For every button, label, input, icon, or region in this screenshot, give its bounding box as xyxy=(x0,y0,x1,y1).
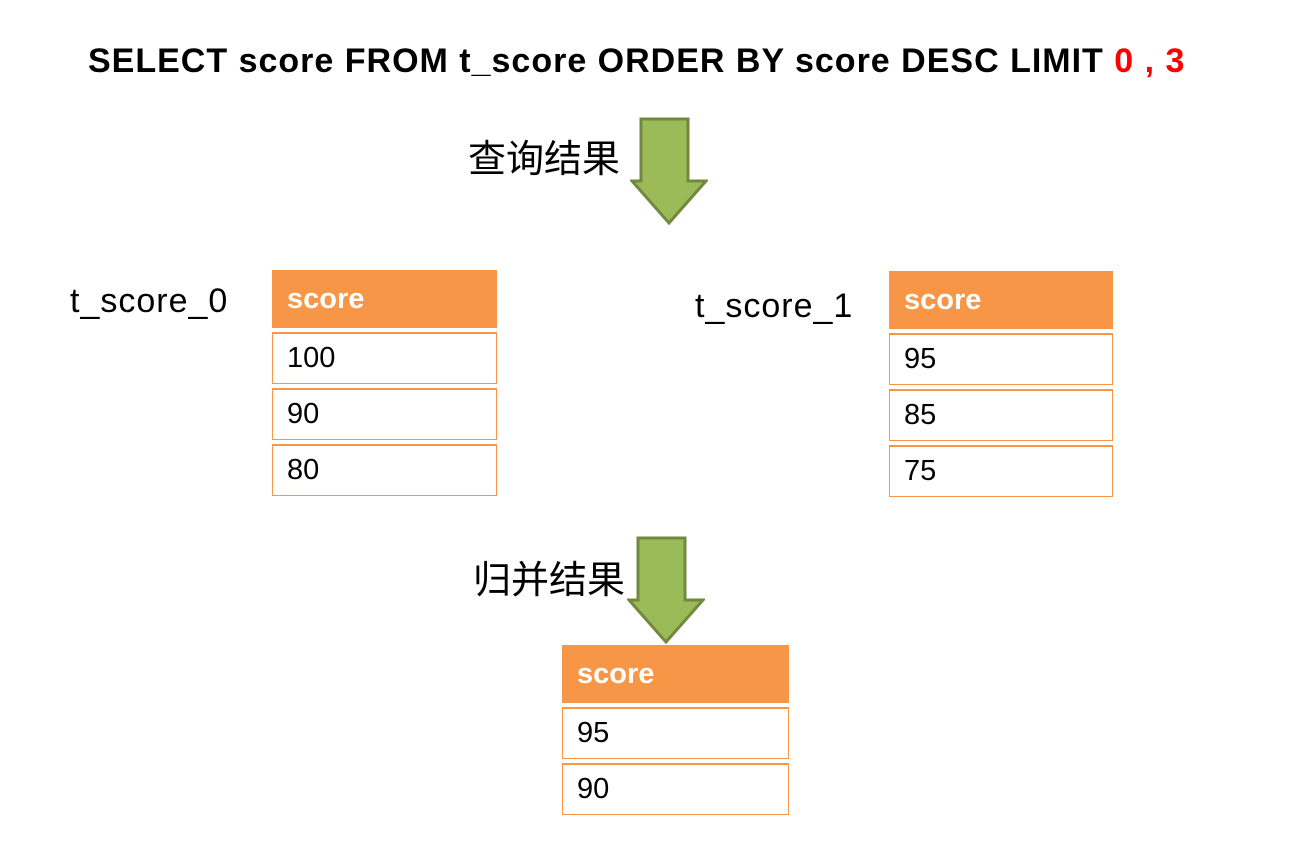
merged-score-cell: 95 xyxy=(562,707,789,759)
down-arrow-icon xyxy=(627,536,705,644)
merge-result-label: 归并结果 xyxy=(473,560,626,602)
shard1-score-cell: 75 xyxy=(889,445,1113,497)
merged-column-header: score xyxy=(562,645,789,703)
sql-limit-highlight: 0 , 3 xyxy=(1114,42,1186,80)
shard1-table-name: t_score_1 xyxy=(695,287,854,325)
shard0-score-cell: 90 xyxy=(272,388,497,440)
shard0-score-cell: 80 xyxy=(272,444,497,496)
query-result-label: 查询结果 xyxy=(468,139,621,181)
shard0-table: score 100 90 80 xyxy=(272,270,497,496)
shard1-table: score 95 85 75 xyxy=(889,271,1113,497)
shard1-score-cell: 95 xyxy=(889,333,1113,385)
shard0-table-name: t_score_0 xyxy=(70,282,229,320)
sql-statement: SELECT score FROM t_score ORDER BY score… xyxy=(88,42,1185,81)
shard0-score-cell: 100 xyxy=(272,332,497,384)
sql-text: SELECT score FROM t_score ORDER BY score… xyxy=(88,42,1115,80)
shard1-score-cell: 85 xyxy=(889,389,1113,441)
merged-result-table: score 95 90 xyxy=(562,645,789,815)
shard1-column-header: score xyxy=(889,271,1113,329)
shard0-column-header: score xyxy=(272,270,497,328)
down-arrow-icon xyxy=(630,117,708,225)
merged-score-cell: 90 xyxy=(562,763,789,815)
